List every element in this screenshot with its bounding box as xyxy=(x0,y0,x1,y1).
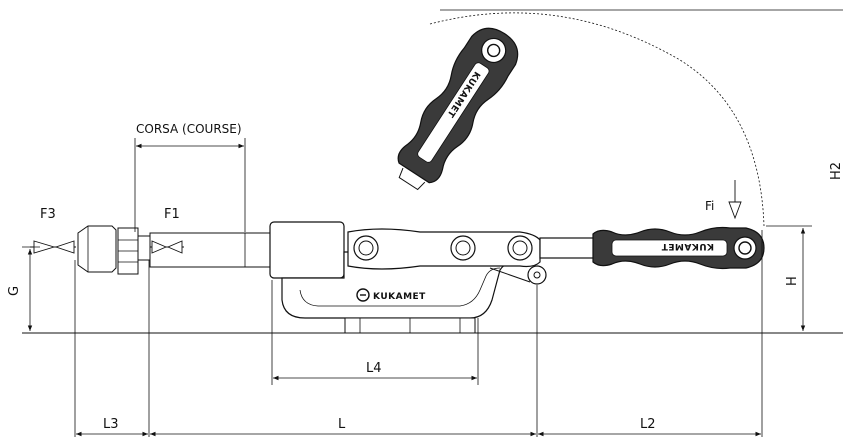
l3-label: L3 xyxy=(103,417,119,432)
f3-label: F3 xyxy=(40,207,56,222)
corsa-label: CORSA (COURSE) xyxy=(136,122,242,136)
l4-label: L4 xyxy=(366,361,382,376)
handle-open: KUKAMET xyxy=(397,27,519,191)
body-logo: KUKAMET xyxy=(356,288,426,302)
g-label: G xyxy=(7,286,22,296)
fi-label: Fi xyxy=(705,199,714,213)
dimension-lines xyxy=(22,138,812,437)
logo-text: KUKAMET xyxy=(373,292,426,302)
spindle xyxy=(77,225,271,275)
h2-label: H2 xyxy=(829,162,843,180)
handle-closed-logo-text: KUKAMET xyxy=(661,241,714,251)
clamp-body xyxy=(269,221,531,334)
l2-label: L2 xyxy=(640,417,656,432)
handle-closed-logo-icon xyxy=(738,241,752,255)
force-arrows xyxy=(30,180,742,254)
handle-open-logo-icon xyxy=(486,43,501,58)
h-label: H xyxy=(785,276,800,286)
swing-arc xyxy=(429,12,765,227)
linkage xyxy=(347,228,596,285)
l-label: L xyxy=(338,417,346,432)
f1-label: F1 xyxy=(164,207,180,222)
handle-closed: KUKAMET xyxy=(592,226,765,270)
